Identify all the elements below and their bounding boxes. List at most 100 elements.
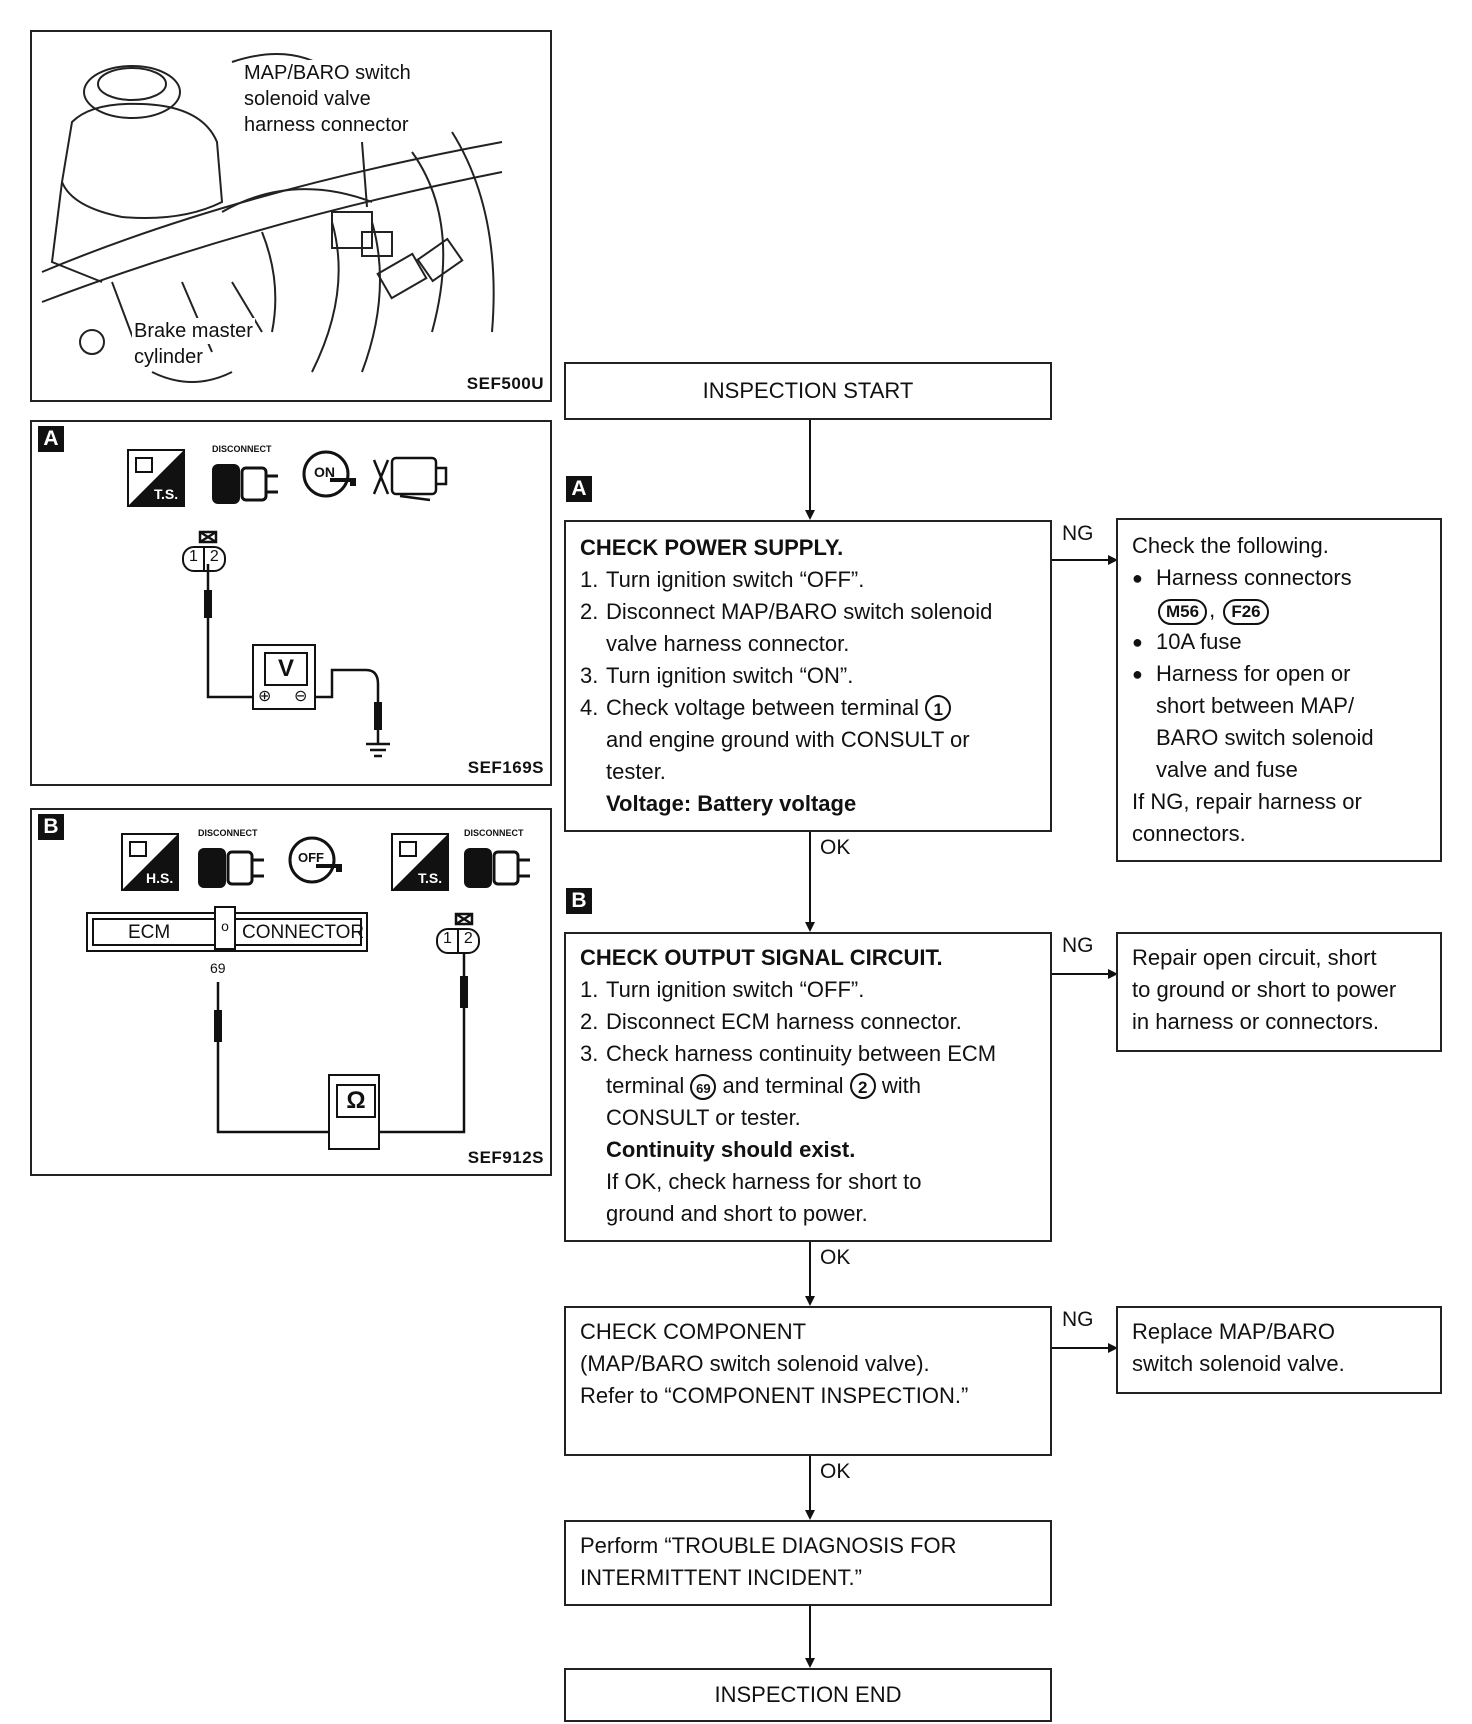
figure-id: SEF500U [466, 374, 544, 393]
step-number: 1. [580, 977, 599, 1002]
step-number: 3. [580, 1041, 599, 1066]
cylinder-callout-line1: Brake master [132, 318, 255, 344]
connector-callout-line2: solenoid valve [242, 86, 373, 112]
hs-icon: H.S. [121, 833, 179, 891]
ok-label: OK [820, 1460, 851, 1483]
connector-callout-line1: MAP/BARO switch [242, 60, 413, 86]
power-step-4c: tester. [606, 759, 666, 784]
on-label: ON [314, 464, 335, 480]
terminal-2-symbol: 2 [849, 1073, 876, 1099]
ng-label: NG [1062, 934, 1094, 957]
component-line-a: CHECK COMPONENT [580, 1319, 807, 1344]
output-step-3b-mid: and terminal [722, 1073, 844, 1098]
component-line-c: Refer to “COMPONENT INSPECTION.” [580, 1383, 969, 1408]
ohmmeter: Ω [328, 1074, 380, 1150]
disconnect-label: DISCONNECT [464, 828, 524, 838]
intermittent-line-a: Perform “TROUBLE DIAGNOSIS FOR [580, 1533, 957, 1558]
power-ng-item-3a: Harness for open or [1156, 661, 1351, 686]
terminal-1-symbol: 1 [925, 695, 952, 721]
intermittent-incident: Perform “TROUBLE DIAGNOSIS FOR INTERMITT… [564, 1520, 1052, 1606]
ignition-on-icon: ON [300, 444, 360, 504]
step-number: 4. [580, 695, 599, 720]
step-number: 2. [580, 599, 599, 624]
output-signal-title: CHECK OUTPUT SIGNAL CIRCUIT. [580, 945, 943, 970]
output-step-3b-pre: terminal [606, 1073, 685, 1098]
bullet-icon: ● [1132, 568, 1143, 588]
inspection-start: INSPECTION START [564, 362, 1052, 420]
ng-label: NG [1062, 1308, 1094, 1331]
power-ng-tail-a: If NG, repair harness or [1132, 789, 1362, 814]
intermittent-line-b: INTERMITTENT INCIDENT.” [580, 1565, 862, 1590]
ts-icon: T.S. [391, 833, 449, 891]
power-step-4a-text: Check voltage between terminal [606, 695, 920, 720]
output-step-2: Disconnect ECM harness connector. [606, 1009, 962, 1034]
panel-b-pin-connector: 1 2 [436, 928, 480, 954]
bullet-icon: ● [1132, 664, 1143, 684]
ng-label: NG [1062, 522, 1094, 545]
ok-label: OK [820, 836, 851, 859]
power-ng-item-3d: valve and fuse [1156, 757, 1298, 782]
step-number: 3. [580, 663, 599, 688]
ok-label: OK [820, 1246, 851, 1269]
output-ng-line-b: to ground or short to power [1132, 977, 1397, 1002]
power-step-2b: valve harness connector. [606, 631, 850, 656]
panel-a-wiring [198, 530, 390, 758]
inspection-end-label: INSPECTION END [714, 1682, 902, 1707]
panel-a-tag: A [38, 426, 64, 452]
power-ng-tail-b: connectors. [1132, 821, 1246, 846]
ts-label: T.S. [154, 486, 179, 502]
disconnect-icon: DISCONNECT [460, 828, 540, 892]
power-ng-item-1: Harness connectors [1156, 565, 1352, 590]
output-expected-result: Continuity should exist. [606, 1137, 856, 1162]
connector-callout-line3: harness connector [242, 112, 411, 138]
component-line-b: (MAP/BARO switch solenoid valve). [580, 1351, 930, 1376]
output-step-3a: Check harness continuity between ECM [606, 1041, 997, 1066]
power-ng-connectors: M56, F26 [1132, 594, 1426, 626]
voltmeter-display: V [264, 652, 308, 686]
connector-label: CONNECTOR [242, 922, 365, 943]
check-power-supply: CHECK POWER SUPPLY. 1. Turn ignition swit… [564, 520, 1052, 832]
output-step-3b: terminal 69 and terminal 2 with [580, 1070, 1036, 1102]
off-label: OFF [298, 850, 324, 865]
plus-terminal: ⊕ [258, 688, 272, 705]
terminal-69-label: 69 [210, 960, 226, 976]
power-expected-result: Voltage: Battery voltage [606, 791, 857, 816]
power-step-4b: and engine ground with CONSULT or [606, 727, 970, 752]
panel-b-wiring [214, 912, 474, 1134]
connector-m56-badge: M56 [1158, 599, 1208, 625]
power-step-1: Turn ignition switch “OFF”. [606, 567, 865, 592]
figure-id: SEF169S [467, 758, 544, 777]
step-number: 2. [580, 1009, 599, 1034]
power-supply-title: CHECK POWER SUPPLY. [580, 535, 844, 560]
output-step-3b-post: with [881, 1073, 921, 1098]
step-number: 1. [580, 567, 599, 592]
check-output-signal: CHECK OUTPUT SIGNAL CIRCUIT. 1. Turn igni… [564, 932, 1052, 1242]
connector-f26-badge: F26 [1223, 599, 1269, 625]
pin-1-label: 1 [438, 930, 459, 952]
power-ng-item-3c: BARO switch solenoid [1156, 725, 1374, 750]
panel-b-tag: B [38, 814, 64, 840]
component-ng-line-b: switch solenoid valve. [1132, 1351, 1345, 1376]
disconnect-icon: DISCONNECT [194, 828, 274, 892]
terminal-69-symbol: 69 [690, 1074, 717, 1100]
bullet-icon: ● [1132, 632, 1143, 652]
continuity-test-panel: B H.S. DISCONNECT OFF T.S. DISCO [30, 808, 552, 1176]
ts-icon: T.S. [127, 449, 185, 507]
voltage-test-panel: A T.S. DISCONNECT ON [30, 420, 552, 786]
disconnect-label: DISCONNECT [212, 444, 272, 454]
pin-1-label: 1 [184, 548, 205, 570]
pin-2-label: 2 [209, 548, 219, 565]
ohmmeter-symbol: Ω [346, 1087, 366, 1114]
output-step-1: Turn ignition switch “OFF”. [606, 977, 865, 1002]
inspection-start-label: INSPECTION START [702, 378, 914, 403]
disconnect-icon: DISCONNECT [208, 444, 288, 508]
engine-photo-panel: MAP/BARO switch solenoid valve harness c… [30, 30, 552, 402]
pin-2-label: 2 [463, 930, 473, 947]
ignition-off-icon: OFF [286, 830, 346, 890]
power-step-3: Turn ignition switch “ON”. [606, 663, 854, 688]
figure-id: SEF912S [467, 1148, 544, 1167]
power-step-4a: Check voltage between terminal 1 [606, 692, 952, 724]
ohmmeter-display: Ω [336, 1084, 376, 1118]
disconnect-label: DISCONNECT [198, 828, 258, 838]
connector-latch: o [214, 906, 236, 950]
